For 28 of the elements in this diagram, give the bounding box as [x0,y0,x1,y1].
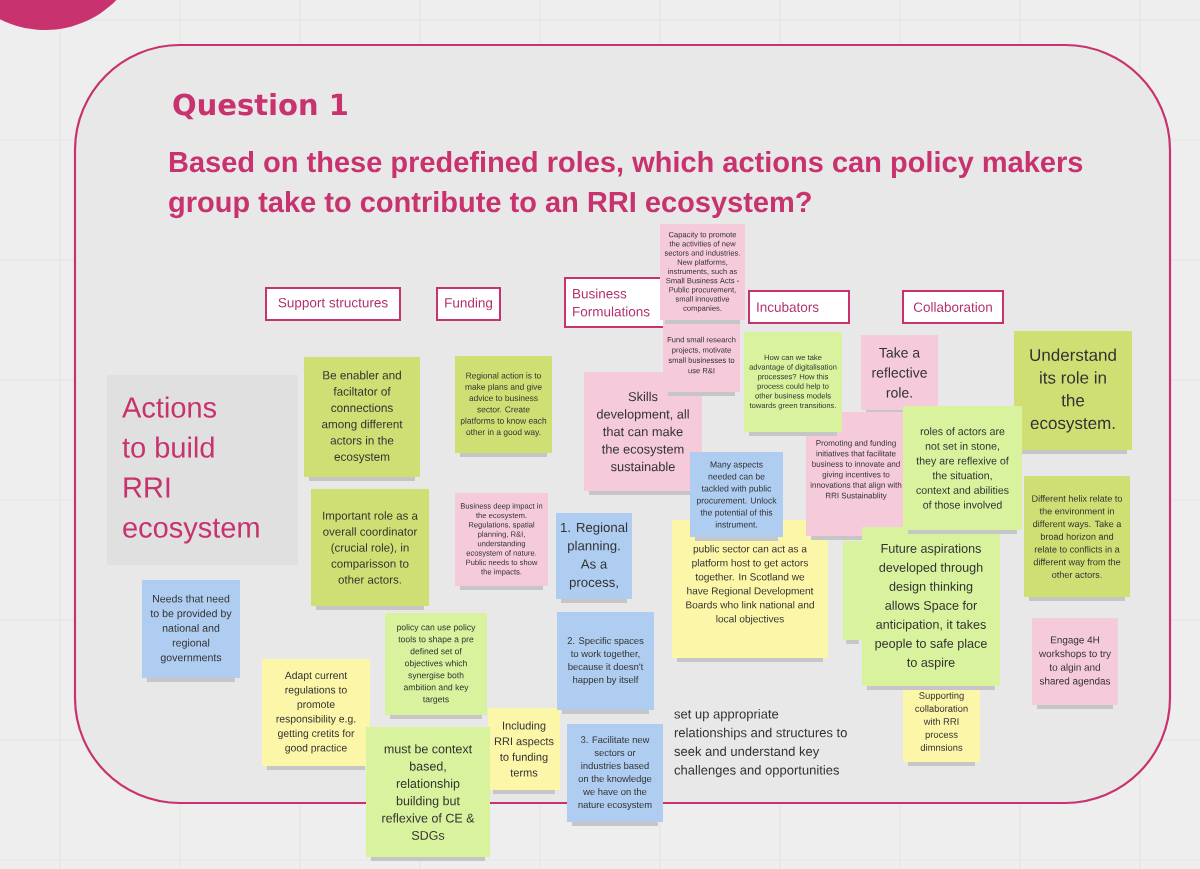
sticky-note: Engage 4H workshops to try to algin and shared agendas [1032,618,1118,709]
sticky-note: Important role as a overall coordinator (crucial role), in comparisson to other actors. [311,489,429,610]
sticky-note: Many aspects needed can be tackled with public procurement. Unlock the potential of this instrument. [690,452,783,541]
heading-box: Support structures [265,287,401,321]
sticky-note: must be context based, relationship building but reflexive of CE & SDGs [366,727,490,861]
heading-box: Collaboration [902,290,1004,324]
sticky-note: Skills development, all that can make the ecosystem sustainable [584,372,702,495]
note-text: set up appropriate relationships and structures to seek and understand key challenges and opportunities [674,709,847,778]
sticky-note: Including RRI aspects to funding terms [488,708,560,794]
sticky-note: 2. Specific spaces to work together, because it doesn't happen by itself [557,612,654,714]
sticky-note [843,541,862,644]
sticky-note: Regional action is to make plans and give advice to business sector. Create platforms to know each other in a good way. [455,356,552,457]
sticky-note: Adapt current regulations to promote responsibility e.g. getting cretits for good practice [262,659,370,770]
label-panel: Actions to build RRI ecosystem [107,375,298,565]
sticky-note: Different helix relate to the environment in different ways. Take a broad horizon and relate to conflicts in a different way from the other actors. [1024,476,1130,601]
sticky-note: Understand its role in the ecosystem. [1014,331,1132,454]
sticky-note: Be enabler and faciltator of connections among different actors in the ecosystem [304,357,420,481]
sticky-note: policy can use policy tools to shape a pre defined set of objectives which synergise both ambition and key targets [385,613,487,719]
sticky-note: Needs that need to be provided by national and regional governments [142,580,240,682]
sticky-note: 3. Facilitate new sectors or industries based on the knowledge we have on the nature ecosystem [567,724,663,826]
question-text: Based on these predefined roles, which actions can policy makers group take to contribute to an RRI ecosystem? [169,151,1083,219]
heading-box: Incubators [748,290,850,324]
sticky-note: roles of actors are not set in stone, they are reflexive of the situation, context and abilities of those involved [903,406,1022,534]
sticky-note: Future aspirations developed through design thinking allows Space for anticipation, it takes people to safe place to aspire [862,527,1000,690]
heading-box: Funding [436,287,501,321]
sticky-note: 1. Regional planning. As a process, [556,513,632,603]
sticky-note: Take a reflective role. [861,335,938,414]
question-number: Question 1 [173,92,347,120]
